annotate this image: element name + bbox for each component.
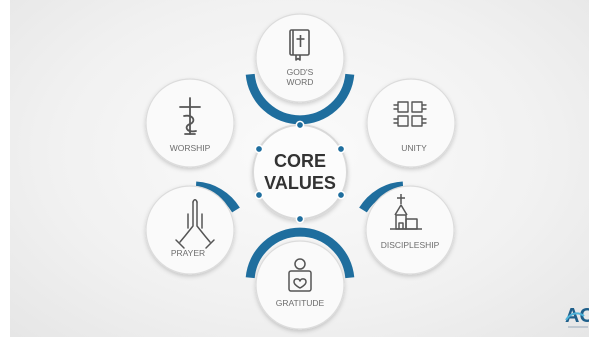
joined-hands-icon xyxy=(393,101,427,127)
gratitude-label: GRATITUDE xyxy=(276,298,325,308)
node-gratitude-arc xyxy=(245,227,355,279)
gods-word-label-line2: WORD xyxy=(287,77,314,87)
organization-logo: AC xyxy=(565,305,589,328)
logo-swoosh xyxy=(565,312,585,321)
prayer-label: PRAYER xyxy=(171,248,205,258)
node-unity-disc xyxy=(366,78,456,168)
center-dot xyxy=(254,190,264,200)
center-title-line2: VALUES xyxy=(264,173,336,193)
worship-label: WORSHIP xyxy=(170,143,211,153)
node-discipleship-disc xyxy=(365,185,455,275)
gift-heart-icon xyxy=(288,258,312,292)
center-dot xyxy=(336,144,346,154)
node-prayer-arc xyxy=(195,181,240,213)
center-circle xyxy=(252,124,348,220)
center-dot xyxy=(295,214,305,224)
node-gratitude xyxy=(245,227,355,330)
node-discipleship xyxy=(359,181,455,275)
center-dots xyxy=(254,120,346,224)
node-gods-word-arc xyxy=(245,73,355,125)
center-dot xyxy=(295,120,305,130)
bible-icon xyxy=(289,29,310,61)
slide-frame: CORE VALUES GOD'S WORD UNITY xyxy=(10,0,589,337)
discipleship-label: DISCIPLESHIP xyxy=(381,240,440,250)
node-prayer xyxy=(145,181,240,275)
core-values-diagram: CORE VALUES GOD'S WORD UNITY xyxy=(145,13,589,330)
praying-hands-icon xyxy=(175,199,215,249)
node-gratitude-disc xyxy=(255,240,345,330)
center-dot xyxy=(336,190,346,200)
node-discipleship-arc xyxy=(359,181,404,213)
center-dot xyxy=(254,144,264,154)
center-title-line1: CORE xyxy=(274,151,326,171)
cross-icon xyxy=(179,97,201,135)
gods-word-label-line1: GOD'S xyxy=(287,67,314,77)
node-unity xyxy=(366,78,456,168)
unity-label: UNITY xyxy=(401,143,427,153)
logo-text: AC xyxy=(565,305,589,327)
church-icon xyxy=(390,194,422,230)
